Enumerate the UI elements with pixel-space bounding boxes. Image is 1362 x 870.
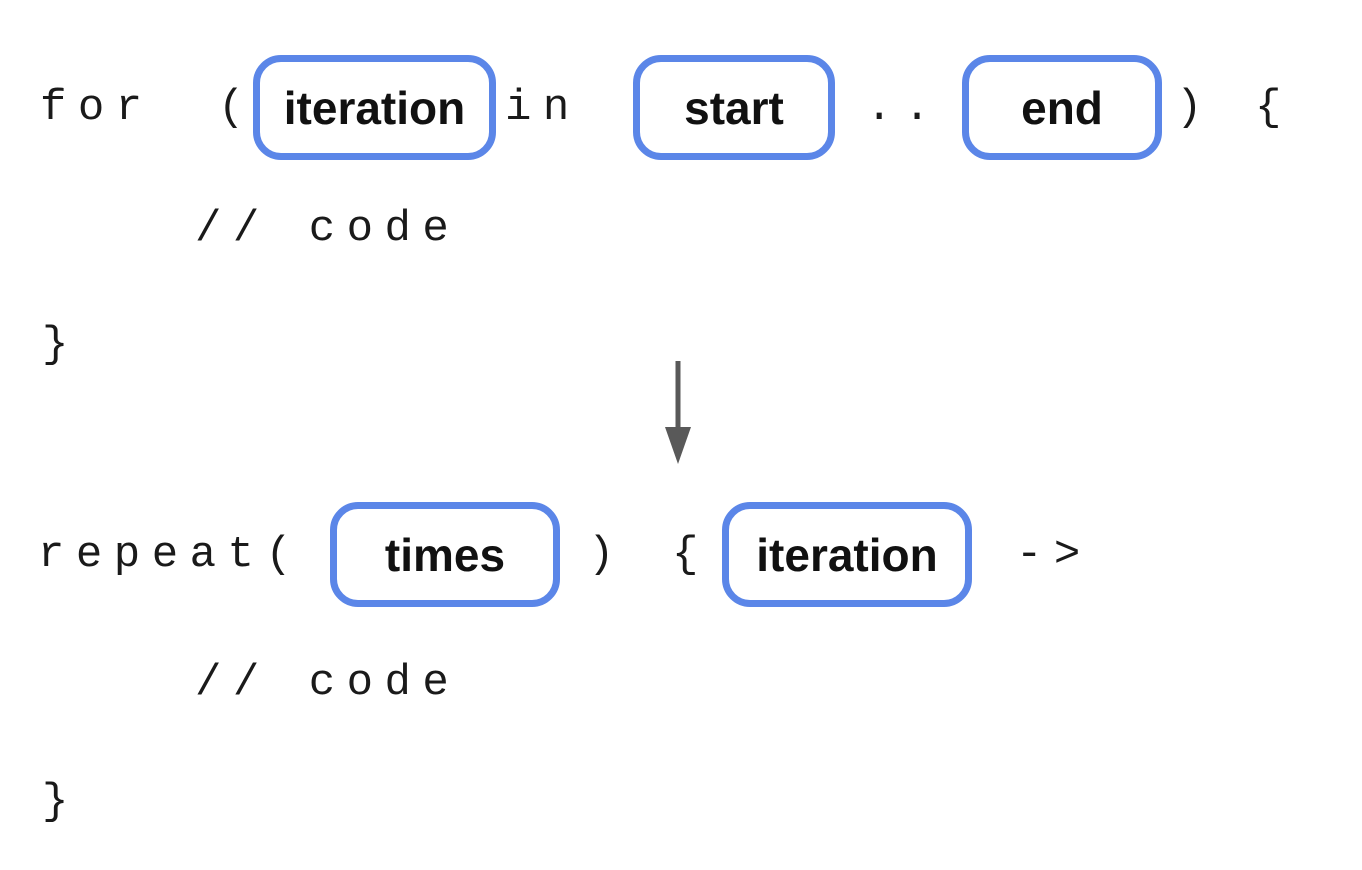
range-operator: .. (866, 82, 942, 133)
in-keyword: in (505, 82, 581, 133)
slot-start-label: start (684, 81, 784, 134)
repeat-call: repeat( (38, 529, 304, 580)
repeat-close-paren: ) (588, 529, 626, 580)
slot-pill-times: times (330, 502, 560, 607)
slot-pill-iteration: iteration (253, 55, 496, 160)
slot-pill-start: start (633, 55, 835, 160)
repeat-open-brace: { (672, 529, 710, 580)
for-open-paren: ( (218, 82, 256, 133)
for-keyword: for (40, 82, 154, 133)
repeat-body-comment: // code (195, 658, 461, 708)
slot-pill-iteration-lambda: iteration (722, 502, 972, 607)
slot-times-label: times (384, 528, 506, 581)
for-close-paren: ) (1176, 82, 1214, 133)
slot-iteration-lambda-label: iteration (756, 528, 938, 581)
lambda-arrow-operator: -> (1016, 529, 1092, 580)
slot-iteration-label: iteration (283, 81, 466, 134)
for-open-brace: { (1255, 82, 1293, 133)
transform-arrow-icon (656, 358, 700, 468)
repeat-close-brace: } (42, 777, 80, 827)
for-body-comment: // code (195, 204, 461, 254)
slot-end-label: end (1021, 81, 1103, 134)
slot-pill-end: end (962, 55, 1162, 160)
for-close-brace: } (42, 320, 80, 370)
